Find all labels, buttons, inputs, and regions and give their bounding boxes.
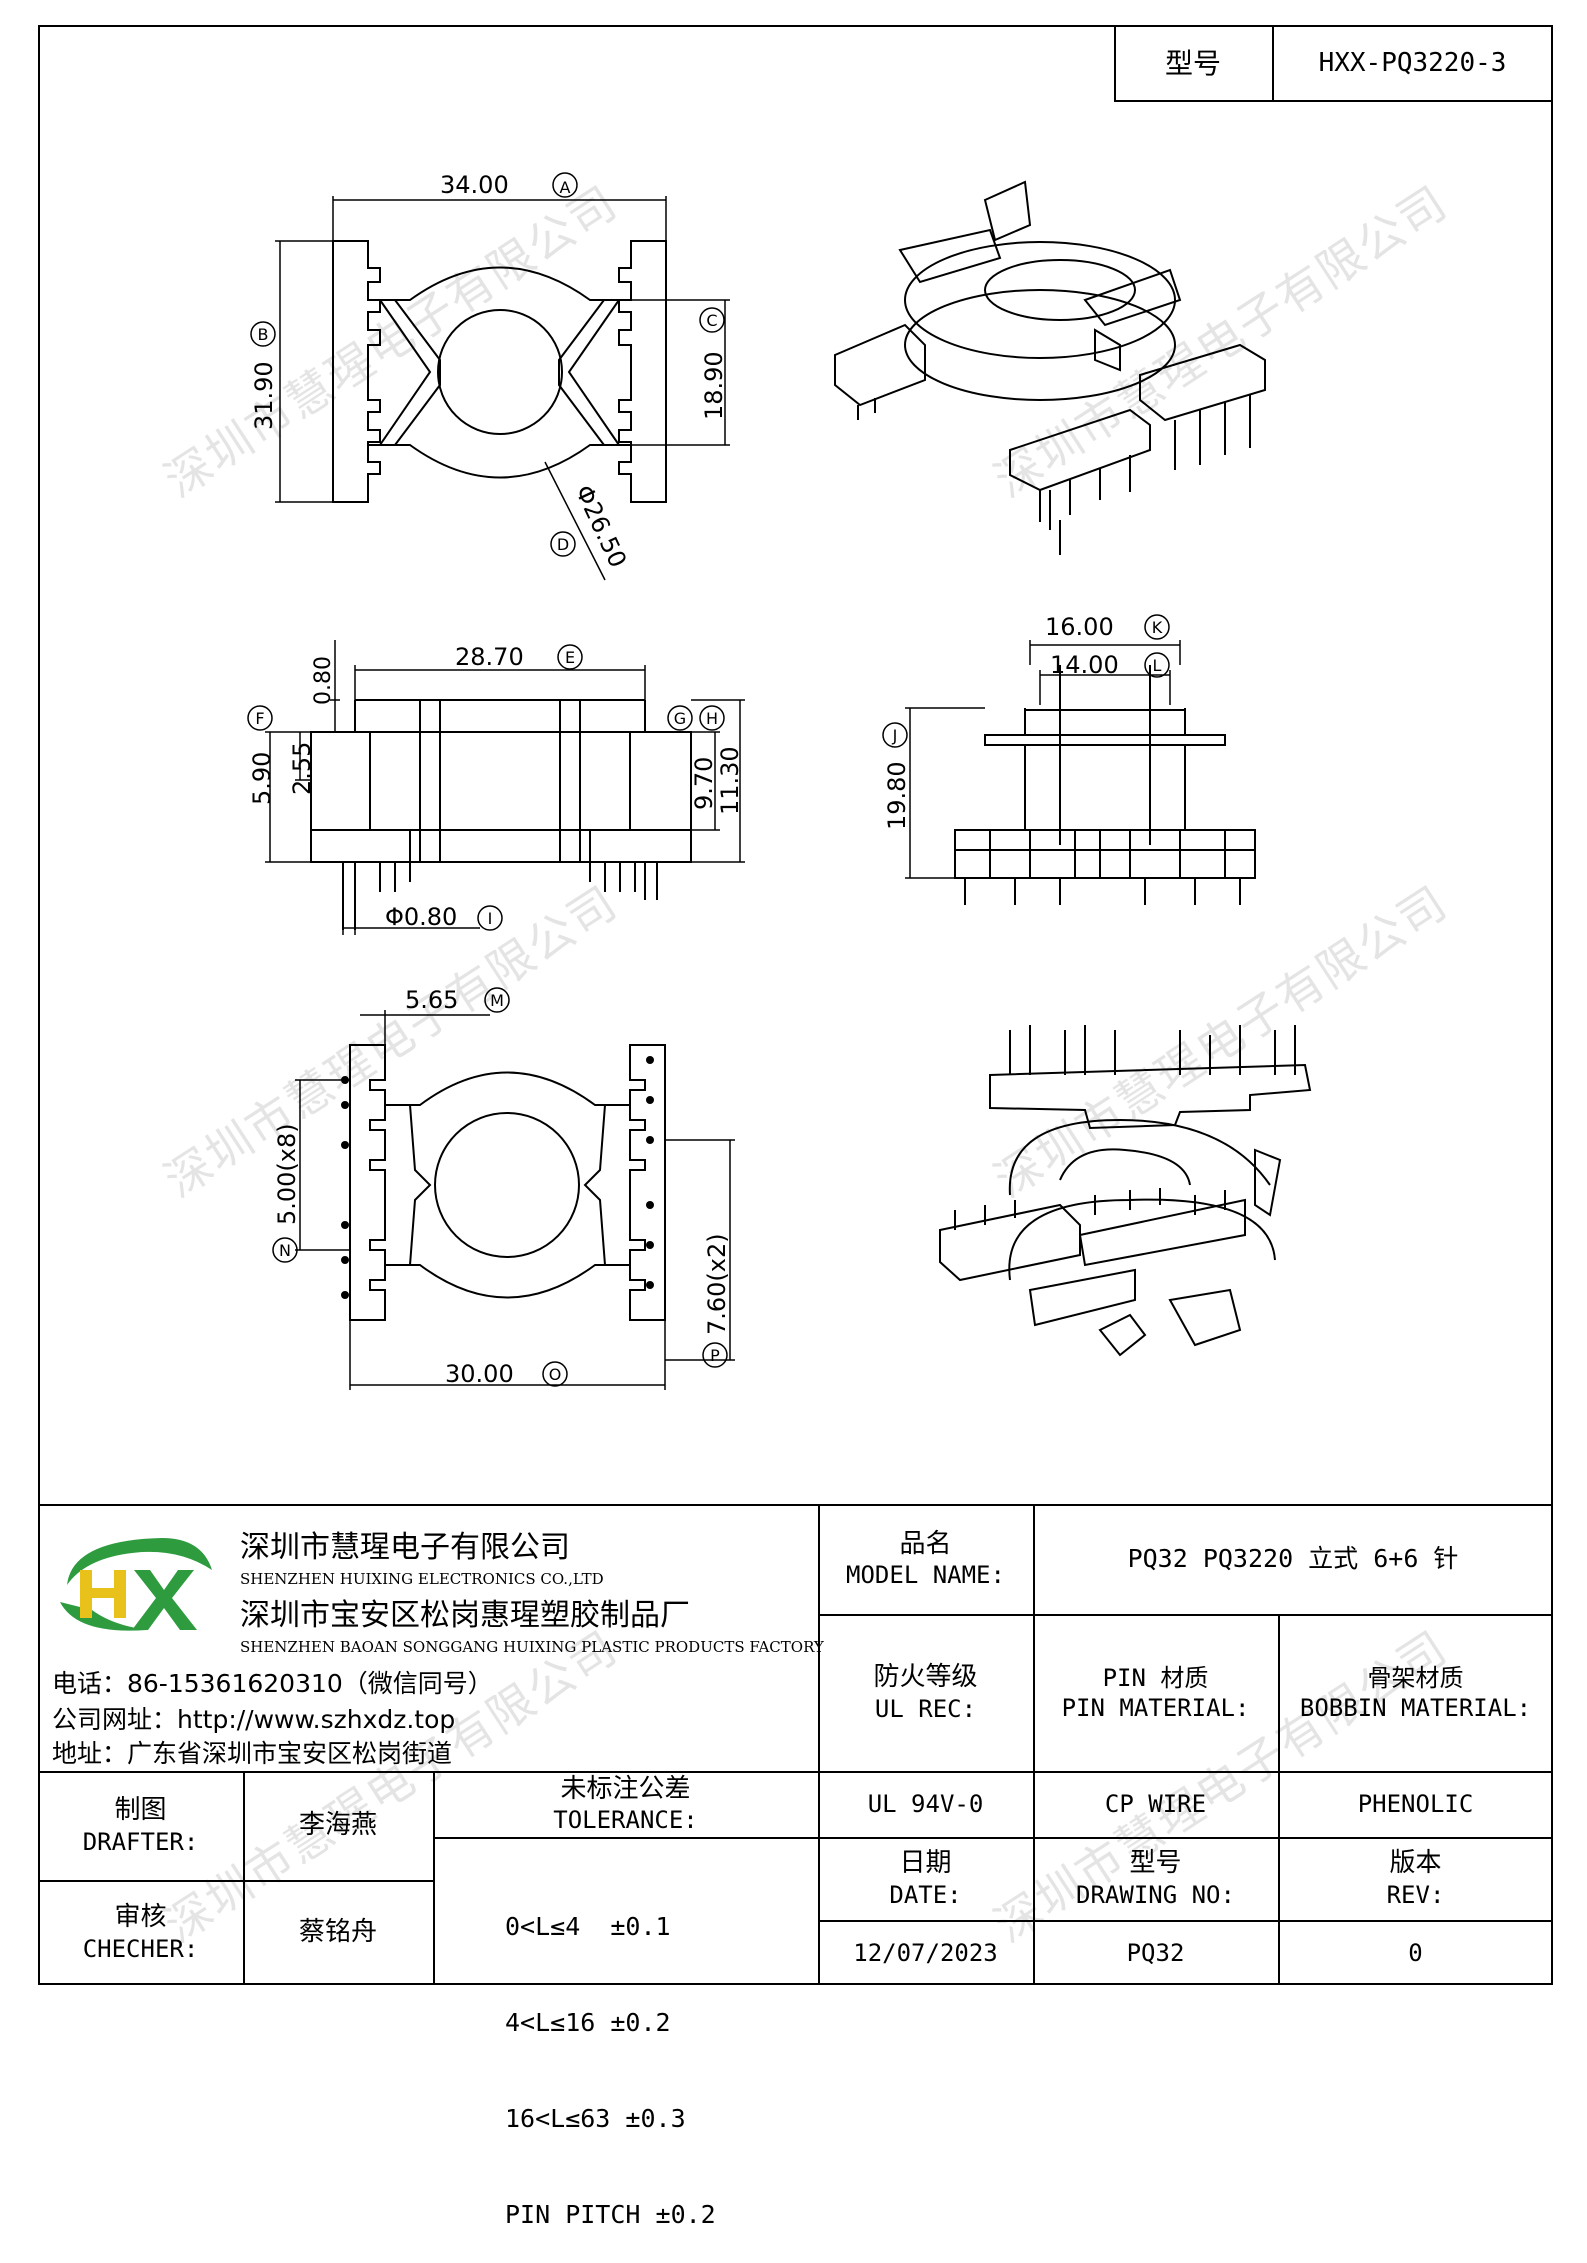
dim-o-tag: O	[549, 1365, 562, 1384]
dim-a-label: 34.00	[440, 171, 509, 199]
dim-b-label: 31.90	[250, 361, 278, 430]
model-value: HXX-PQ3220-3	[1318, 48, 1507, 79]
dim-l-tag: L	[1153, 656, 1162, 675]
model-name-value: PQ32 PQ3220 立式 6+6 针	[1127, 1544, 1459, 1574]
dim-g-label: 0.80	[311, 656, 336, 705]
drawing-no-label: 型号 DRAWING NO:	[1076, 1848, 1235, 1909]
top-view	[275, 196, 730, 581]
tolerance-row: 0<L≤4 ±0.1	[505, 1912, 671, 1941]
dim-l-label: 14.00	[1050, 651, 1119, 679]
bobbin-material-value: PHENOLIC	[1357, 1790, 1474, 1818]
dim-i-label: Φ0.80	[385, 903, 457, 931]
model-label: 型号	[1164, 47, 1221, 80]
dim-n-label: 5.00(x8)	[273, 1123, 301, 1225]
company-name-cn: 深圳市慧瑆电子有限公司	[240, 1530, 570, 1565]
ul-value: UL 94V-0	[867, 1790, 984, 1818]
date-label: 日期 DATE:	[889, 1848, 962, 1909]
bottom-view	[295, 1010, 735, 1390]
technical-drawing: 34.00 A 31.90 B 18.90 C Φ26.50 D	[247, 171, 1312, 1390]
company-name-en: SHENZHEN HUIXING ELECTRONICS CO.,LTD	[240, 1570, 604, 1588]
dim-e-tag: E	[565, 648, 575, 667]
dim-n-tag: N	[279, 1241, 291, 1260]
company-phone: 电话：86-15361620310（微信同号）	[52, 1669, 493, 1698]
side-view	[905, 640, 1256, 905]
dim-f-label: 5.90	[248, 752, 276, 805]
dim-f-tag: F	[255, 709, 264, 728]
dim-c-label: 18.90	[700, 351, 728, 420]
checker-label: 审核 CHECHER:	[82, 1902, 199, 1963]
dim-p-label: 7.60(x2)	[703, 1233, 731, 1335]
bobbin-material-label: 骨架材质 BOBBIN MATERIAL:	[1299, 1663, 1532, 1722]
drawing-no-value: PQ32	[1126, 1938, 1185, 1967]
company-address: 地址：广东省深圳市宝安区松岗街道	[52, 1739, 453, 1768]
dim-e-label: 28.70	[455, 643, 524, 671]
dim-d-label: Φ26.50	[570, 481, 632, 572]
rev-label: 版本 REV:	[1386, 1848, 1445, 1909]
rev-value: 0	[1408, 1938, 1423, 1967]
checker-name: 蔡铭舟	[298, 1917, 377, 1948]
pin-material-value: CP WIRE	[1104, 1790, 1207, 1818]
logo-swoosh-icon	[60, 1538, 212, 1631]
dim-m-tag: M	[490, 991, 504, 1010]
isometric-view-top	[834, 180, 1266, 555]
factory-name-en: SHENZHEN BAOAN SONGGANG HUIXING PLASTIC …	[240, 1638, 824, 1656]
dim-i-tag: I	[488, 909, 493, 928]
dim-o-label: 30.00	[445, 1360, 514, 1388]
dim-j-tag: J	[892, 726, 898, 745]
company-website: 公司网址：http://www.szhxdz.top	[52, 1705, 456, 1734]
dim-c-tag: C	[706, 311, 717, 330]
dim-k-tag: K	[1152, 618, 1163, 637]
tolerance-list: 0<L≤4 ±0.1 4<L≤16 ±0.2 16<L≤63 ±0.3 PIN …	[505, 1847, 716, 2263]
dim-p-tag: P	[710, 1346, 720, 1365]
dim-a-tag: A	[560, 178, 571, 197]
dim-h-label: 11.30	[716, 746, 744, 815]
drawing-frame	[38, 25, 1553, 1985]
dim-b-tag: B	[258, 325, 269, 344]
factory-name-cn: 深圳市宝安区松岗惠瑆塑胶制品厂	[240, 1598, 690, 1633]
model-box	[1114, 25, 1553, 102]
tolerance-label: 未标注公差 TOLERANCE:	[553, 1773, 698, 1835]
dim-d-tag: D	[557, 535, 569, 554]
date-value: 12/07/2023	[853, 1938, 998, 1967]
company-logo	[52, 1530, 217, 1640]
tolerance-row: PIN PITCH ±0.2	[505, 2200, 716, 2229]
dim-2-55-label: 2.55	[288, 742, 316, 795]
dim-k-label: 16.00	[1045, 613, 1114, 641]
front-view	[265, 640, 745, 935]
pin-material-label: PIN 材质 PIN MATERIAL:	[1061, 1663, 1250, 1722]
model-name-label: 品名 MODEL NAME:	[846, 1528, 1005, 1590]
dim-9-70-label: 9.70	[690, 757, 718, 810]
ul-rec-label: 防火等级 UL REC:	[873, 1662, 978, 1723]
drafter-label: 制图 DRAFTER:	[82, 1795, 199, 1856]
dim-j-label: 19.80	[883, 761, 911, 830]
tolerance-row: 16<L≤63 ±0.3	[505, 2104, 686, 2133]
tolerance-row: 4<L≤16 ±0.2	[505, 2008, 671, 2037]
isometric-view-bottom	[939, 1025, 1312, 1357]
drafter-name: 李海燕	[298, 1810, 377, 1841]
dim-h-tag: H	[706, 709, 718, 728]
dim-g-tag: G	[674, 709, 686, 728]
dim-m-label: 5.65	[405, 986, 458, 1014]
